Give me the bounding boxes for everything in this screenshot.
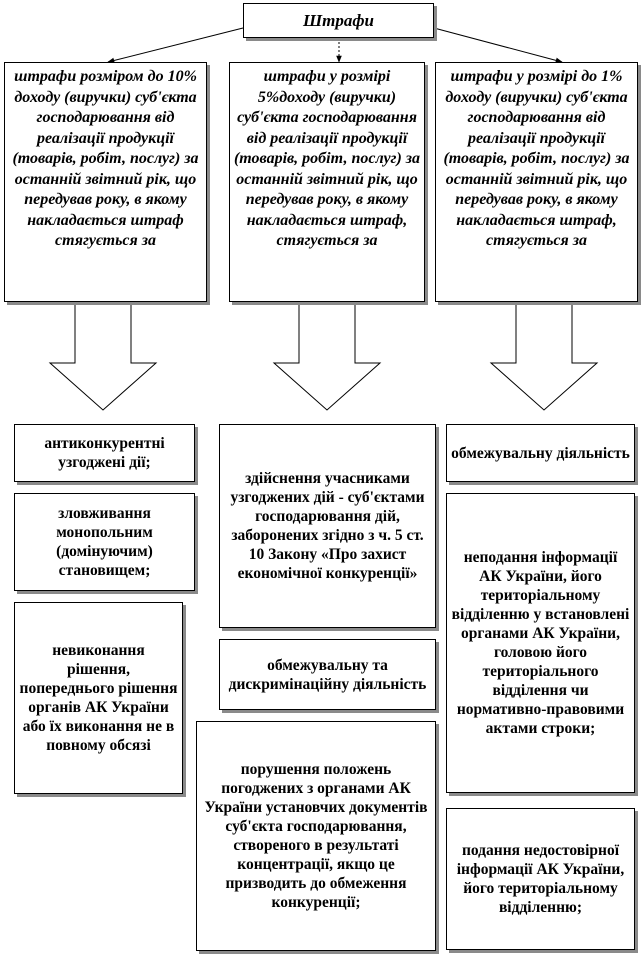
block-arrow-middle bbox=[272, 301, 382, 411]
violation-founding-documents-breach: порушення положень погоджених з органами… bbox=[196, 721, 436, 951]
fine-box-5-percent: штрафи у розмірі 5%доходу (виручки) суб'… bbox=[229, 62, 425, 302]
violation-text: зловживання монопольним (домінуючим) ста… bbox=[56, 505, 153, 579]
arrow-to-right-fine bbox=[433, 27, 563, 64]
violation-non-compliance-decision: невиконання рішення, попереднього рішенн… bbox=[14, 602, 183, 794]
violation-text: неподання інформації АК України, його те… bbox=[451, 549, 630, 737]
violation-text: порушення положень погоджених з органами… bbox=[204, 761, 428, 911]
violation-false-info: подання недостовірної інформації АК Укра… bbox=[446, 808, 635, 950]
arrow-to-left-fine bbox=[107, 27, 244, 64]
violation-text: здійснення учасниками узгоджених дій - с… bbox=[230, 470, 425, 582]
violation-text: невиконання рішення, попереднього рішенн… bbox=[19, 642, 178, 754]
violation-text: антиконкурентні узгоджені дії; bbox=[44, 435, 165, 471]
diagram-title: Штрафи bbox=[243, 3, 434, 38]
violation-restrictive-discriminatory: обмежувальну та дискримінаційну діяльніс… bbox=[219, 639, 436, 710]
fine-box-10-percent: штрафи розміром до 10% доходу (виручки) … bbox=[4, 62, 207, 302]
violation-restrictive-activity: обмежувальну діяльність bbox=[446, 424, 635, 482]
fine-box-1-percent: штрафи у розмірі до 1% доходу (виручки) … bbox=[435, 62, 638, 302]
block-arrow-left bbox=[48, 301, 158, 411]
violation-text: обмежувальну та дискримінаційну діяльніс… bbox=[228, 656, 427, 693]
violation-text: подання недостовірної інформації АК Укра… bbox=[456, 842, 625, 916]
violation-monopoly-abuse: зловживання монопольним (домінуючим) ста… bbox=[14, 493, 195, 591]
block-arrow-right bbox=[489, 301, 599, 411]
violation-anticompetitive-actions: антиконкурентні узгоджені дії; bbox=[14, 424, 195, 482]
violation-text: обмежувальну діяльність bbox=[451, 444, 630, 462]
violation-failure-to-provide-info: неподання інформації АК України, його те… bbox=[446, 493, 635, 793]
violation-prohibited-concerted-actions: здійснення учасниками узгоджених дій - с… bbox=[219, 424, 436, 628]
